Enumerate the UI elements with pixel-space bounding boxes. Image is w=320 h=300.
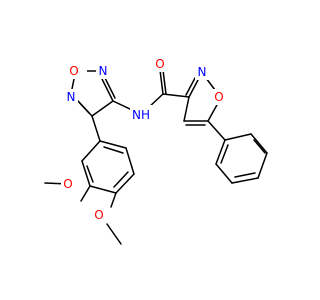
bond-ph-2-double — [253, 139, 266, 154]
bond-ph-4 — [231, 177, 259, 184]
label-bg-nh — [130, 105, 152, 121]
carbonyl-oxygen-label: O — [155, 57, 164, 71]
bond-oxd-aryl — [91, 115, 101, 142]
bond-n-c4 — [101, 78, 114, 102]
oxadiazole-oxygen-label: O — [69, 64, 78, 78]
bond-ar-4 — [115, 173, 135, 194]
isoxazole-nitrogen-label: N — [198, 65, 207, 79]
bond-n-c4-double — [103, 75, 116, 99]
label-bg-oxd-o — [69, 63, 87, 79]
molecule-structure-diagram: O N N NH O N O O O — [44, 56, 268, 245]
bond-ar-2 — [81, 160, 91, 187]
bond-carbonyl-isoxazole — [162, 93, 190, 98]
bond-ar-4-double — [113, 171, 129, 188]
label-bg-isox-n — [195, 64, 209, 80]
label-bg-carbonyl-o — [153, 56, 167, 72]
bond-ar-o-lower — [110, 192, 117, 208]
bond-ph-4-double — [234, 172, 256, 178]
bond-ph-6-double — [220, 144, 229, 164]
bond-ph-6 — [215, 139, 226, 165]
bond-ar-6 — [99, 140, 127, 149]
bond-ph-2 — [250, 133, 268, 154]
bond-carbonyl-o — [159, 69, 164, 95]
bond-c3-n-isox-double — [185, 77, 196, 96]
label-bg-oxd-n-left — [64, 89, 78, 105]
bond-skeleton — [44, 69, 268, 245]
bond-ar-5 — [125, 147, 135, 175]
isoxazole-oxygen-label: O — [214, 90, 223, 104]
label-bg-oxd-n-top — [96, 63, 110, 79]
methoxy-oxygen-upper-label: O — [63, 177, 72, 191]
bond-ar-6-double — [103, 146, 124, 154]
bond-o-n-left — [71, 78, 75, 90]
methoxy-oxygen-lower-label: O — [94, 208, 103, 222]
bond-carbonyl-o-double — [162, 69, 167, 95]
bond-o-c5-isox — [207, 102, 219, 122]
bond-c3-n-double — [75, 98, 90, 114]
bond-o-ch3-lower — [106, 223, 122, 245]
bond-c4-c3-isox — [183, 96, 190, 122]
bond-c3-n-isox — [188, 79, 199, 98]
bond-ar-o-upper — [80, 185, 91, 202]
bond-ph-5 — [215, 163, 233, 184]
bond-ar-3 — [89, 185, 117, 194]
bond-c4-c3 — [91, 100, 114, 117]
atom-labels: O N N NH O N O O O — [61, 56, 226, 223]
label-bg-isox-o — [212, 89, 226, 105]
label-bg-meo-lower — [92, 207, 106, 223]
amide-nh-label: NH — [132, 108, 150, 122]
label-bg-meo-upper — [61, 176, 75, 192]
bond-ar-2-double — [86, 165, 94, 183]
oxadiazole-nitrogen-left-label: N — [67, 90, 76, 104]
oxadiazole-nitrogen-top-label: N — [99, 64, 108, 78]
bond-ph-3 — [257, 152, 268, 179]
bond-ph-1 — [224, 133, 252, 141]
bond-c4-nh — [112, 100, 133, 111]
bond-ar-1 — [81, 140, 101, 162]
bond-isox-phenyl — [207, 120, 226, 141]
